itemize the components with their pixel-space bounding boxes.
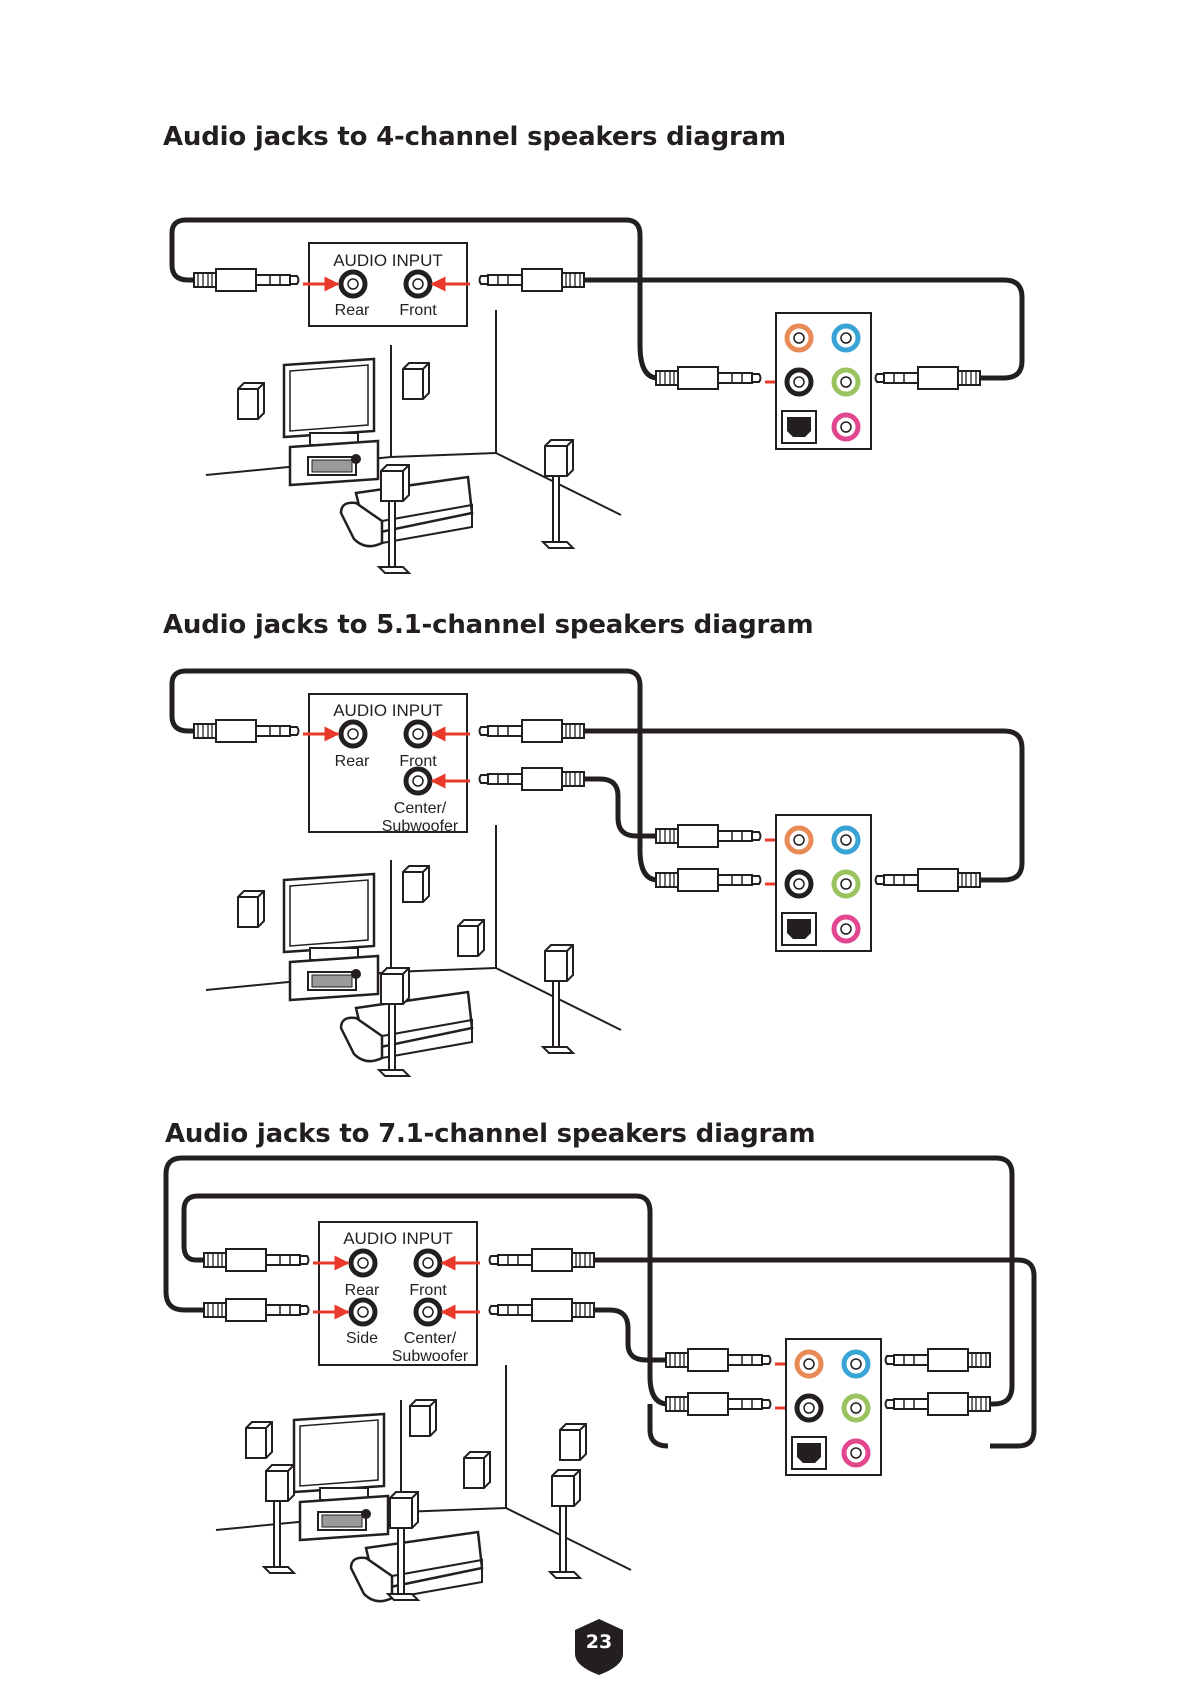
plug-icon [656,869,761,891]
diagram-title: Audio jacks to 7.1-channel speakers diag… [165,1119,815,1149]
diagram-5-1-channel: AUDIO INPUT Rear Front Center/ Subwoofer [0,660,1192,1080]
subwoofer-icon [464,1452,490,1488]
floor-speaker-icon [543,945,573,1053]
plug-icon [876,367,981,389]
plug-icon [480,768,585,790]
plug-icon [194,269,299,291]
subwoofer-label: Subwoofer [392,1348,469,1365]
audio-input-title: AUDIO INPUT [343,1229,453,1248]
front-label: Front [399,753,437,770]
diagram-4-channel: AUDIO INPUT Rear Front [0,195,1192,585]
plug-icon [656,825,761,847]
front-label: Front [399,302,437,319]
front-label: Front [409,1282,447,1299]
page-number: 23 [574,1631,624,1653]
page-number-badge: 23 [574,1618,624,1676]
plug-icon [886,1349,991,1371]
plug-icon [876,869,981,891]
diagram-title: Audio jacks to 4-channel speakers diagra… [163,122,786,152]
speaker-icon [238,891,264,927]
speaker-icon [403,363,429,399]
audio-input-title: AUDIO INPUT [333,701,443,720]
rear-label: Rear [335,753,370,770]
plug-icon [656,367,761,389]
speaker-icon [410,1400,436,1436]
subwoofer-icon [458,920,484,956]
plug-icon [886,1393,991,1415]
speaker-icon [246,1422,272,1458]
subwoofer-label: Subwoofer [382,818,459,835]
plug-icon [480,720,585,742]
rear-label: Rear [335,302,370,319]
plug-icon [480,269,585,291]
cable-center [582,779,658,836]
plug-icon [666,1349,771,1371]
plug-icon [204,1299,309,1321]
diagram-title: Audio jacks to 5.1-channel speakers diag… [163,610,813,640]
optical-port-shape [797,1443,821,1463]
diagram-7-1-channel: AUDIO INPUT Rear Front Side Center/ Subw… [0,1180,1192,1620]
plug-icon [194,720,299,742]
plug-icon [204,1249,309,1271]
speaker-icon [560,1424,586,1460]
center-label: Center/ [394,800,447,817]
speaker-icon [238,383,264,419]
floor-speaker-icon [543,440,573,548]
plug-icon [666,1393,771,1415]
audio-input-title: AUDIO INPUT [333,251,443,270]
plug-icon [490,1249,595,1271]
optical-port-shape [787,417,811,437]
floor-speaker-icon [264,1465,294,1573]
cable-center [592,1310,668,1360]
center-label: Center/ [404,1330,457,1347]
plug-icon [490,1299,595,1321]
floor-speaker-icon [550,1470,580,1578]
side-label: Side [346,1330,378,1347]
rear-label: Rear [345,1282,380,1299]
optical-port-shape [787,919,811,939]
speaker-icon [403,866,429,902]
